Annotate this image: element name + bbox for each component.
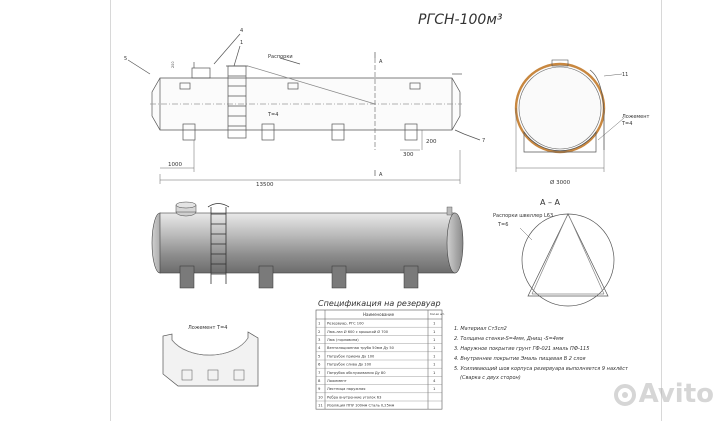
spec-row-qty: 1: [433, 386, 436, 391]
watermark-text: Avito: [638, 379, 714, 409]
label-t6-aa: Т=6: [497, 222, 508, 228]
spec-row-number: 7: [318, 370, 321, 375]
lozhement-part-view: [162, 331, 259, 387]
spec-row-name: Ребра внутренние уголок 63: [327, 395, 381, 399]
notes: 1. Материал Ст3сп2 2. Толщина стенки-S=4м…: [454, 326, 629, 381]
spec-row-qty: 1: [433, 370, 436, 375]
dim-diameter: Ø 3000: [550, 179, 571, 186]
spec-table: Наименование Кол-во шт. 1 Резервуар, РГС 10…: [315, 309, 445, 410]
spec-row-name: Патрубок приема Ду 100: [327, 354, 375, 358]
note-line: 1. Материал Ст3сп2: [454, 326, 507, 332]
spec-row-number: 2: [318, 329, 321, 334]
section-aa-title: А – А: [540, 198, 561, 207]
callout-11: 11: [622, 72, 628, 78]
callout-1: 1: [240, 40, 243, 46]
spec-row-qty: 1: [433, 321, 436, 326]
spec-row: 7 Патрубок обслуживания Ду 80 1: [318, 370, 436, 375]
tank-end-view: [514, 59, 625, 172]
spec-row: 10 Ребра внутренние уголок 63: [318, 394, 381, 399]
label-rasporki-top: Распорки: [268, 54, 293, 60]
callout-7: 7: [482, 138, 485, 144]
spec-row-number: 10: [318, 394, 323, 399]
note-line: (Сварка с двух сторон): [460, 375, 521, 381]
spec-row-number: 9: [318, 386, 321, 391]
spec-row-number: 1: [318, 321, 321, 326]
spec-row: 11 Изоляция ППУ 100мм Сталь 0,25мм: [318, 403, 395, 408]
section-mark-bottom: А: [379, 172, 383, 178]
spec-row-name: Лестница наружная: [327, 387, 365, 391]
spec-row: 5 Патрубок приема Ду 100 1: [318, 353, 436, 358]
tank-side-view: [127, 33, 481, 150]
drawing-sheet: [110, 0, 662, 421]
label-lozhement-part: Ложемент Т=4: [188, 325, 227, 331]
dim-300: 300: [403, 152, 414, 158]
dim-1000: 1000: [168, 162, 182, 168]
spec-row-qty: 1: [433, 337, 436, 342]
dimension-lines: [159, 130, 461, 184]
spec-row-name: Люк-лаз Ø 600 с крышкой Ø 700: [327, 329, 389, 334]
spec-row: 9 Лестница наружная 1: [318, 386, 436, 391]
spec-row-name: Ложемент: [327, 379, 347, 383]
spec-row-number: 5: [318, 353, 321, 358]
label-t4-top: Т=4: [267, 112, 278, 118]
tank-3d-view: [151, 201, 464, 289]
dim-13500: 13500: [256, 182, 274, 188]
spec-row-name: Вентиляционная труба 50мм Ду 50: [327, 346, 395, 350]
section-mark-top: А: [379, 59, 383, 65]
spec-row-number: 3: [318, 337, 321, 342]
spec-row-number: 6: [318, 362, 321, 367]
spec-row-name: Патрубок обслуживания Ду 80: [327, 371, 386, 375]
spec-row-name: Патрубок слива Ду 100: [327, 363, 372, 367]
label-lozhement-end: Ложемент: [622, 114, 650, 120]
label-rasporki-aa: Распорки швеллер L63: [493, 213, 553, 219]
note-line: 3. Наружное покрытие грунт ГФ-021 эмаль …: [454, 346, 589, 352]
spec-row-qty: 1: [433, 345, 436, 350]
dim-200-top: 200: [171, 62, 175, 68]
spec-row: 3 Люк (горловина) 1: [318, 337, 436, 342]
dim-200-right: 200: [426, 139, 437, 145]
section-aa-view: [519, 213, 615, 307]
spec-row-qty: 1: [433, 353, 436, 358]
spec-header-qty: Кол-во шт.: [430, 312, 445, 316]
callout-4: 4: [240, 28, 243, 34]
spec-row-name: Резервуар, РГС 100: [327, 322, 364, 326]
spec-row: 6 Патрубок слива Ду 100 1: [318, 362, 436, 367]
watermark: Avito: [613, 379, 714, 409]
note-line: 2. Толщина стенки-S=4мм, Днищ -S=4мм: [454, 336, 564, 342]
callout-5: 5: [124, 56, 127, 62]
spec-row-qty: 1: [433, 362, 436, 367]
spec-row-qty: 4: [433, 378, 436, 383]
spec-row: 4 Вентиляционная труба 50мм Ду 50 1: [318, 345, 436, 350]
spec-title: Спецификация на резервуар: [318, 299, 441, 308]
drawing-title: РГСН-100м³: [418, 12, 503, 28]
spec-row-qty: 1: [433, 329, 436, 334]
note-line: 4. Внутреннее покрытие Эмаль пищевая В 2…: [454, 356, 586, 362]
spec-row: 8 Ложемент 4: [318, 378, 436, 383]
spec-row-number: 11: [318, 403, 323, 408]
spec-row-number: 4: [318, 345, 321, 350]
spec-row-name: Изоляция ППУ 100мм Сталь 0,25мм: [327, 404, 395, 408]
label-t4-end: Т=4: [621, 121, 632, 127]
spec-header-name: Наименование: [363, 312, 395, 317]
spec-row-name: Люк (горловина): [327, 338, 359, 342]
note-line: 5. Усиливающий шов корпуса резервуара вы…: [454, 366, 629, 372]
spec-row: 1 Резервуар, РГС 100 1: [318, 321, 436, 326]
spec-row-number: 8: [318, 378, 321, 383]
spec-row: 2 Люк-лаз Ø 600 с крышкой Ø 700 1: [318, 329, 436, 334]
avito-logo-icon: [613, 384, 636, 406]
